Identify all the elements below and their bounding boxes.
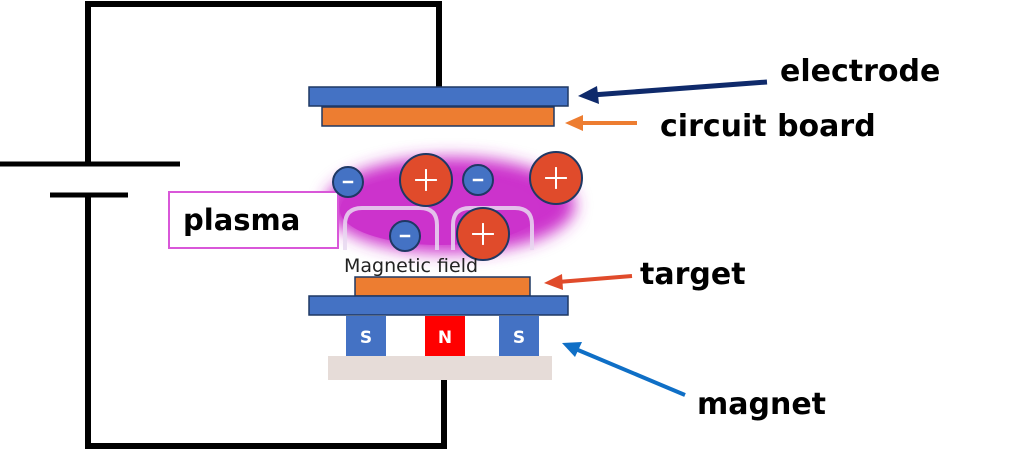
label-electrode: electrode [780,54,940,89]
arrow-circuit-board [565,115,637,131]
circuit-wires [85,1,447,449]
wire-bottom [85,193,447,449]
positive-ion [399,153,453,207]
particles [332,151,583,261]
wire-top [85,1,442,165]
circuit-board [321,106,555,127]
plasma-cloud [325,157,575,253]
magnet-pole-n [425,316,465,356]
magnet-base [328,356,552,380]
magnet-pole-s-right [499,316,539,356]
magnet-pole-s-left [346,316,386,356]
magnetic-field-lines [343,206,534,250]
label-circuit-board: circuit board [660,109,876,144]
arrow-magnet [562,342,686,397]
electron [332,166,364,198]
positive-ion [529,151,583,205]
cathode-plate [308,295,569,316]
electron [462,164,494,196]
magnet-pole-s-left-label: S [360,328,372,348]
electrode [308,86,569,107]
magnet-assembly: S N S [328,316,552,380]
target [354,276,531,297]
electron [389,220,421,252]
field-line-left [343,206,439,250]
magnet-pole-s-right-label: S [513,328,525,348]
magnetic-field-label: Magnetic field [344,255,478,277]
plasma-label: plasma [168,191,339,249]
arrow-target [544,274,633,290]
arrow-electrode [578,79,768,104]
magnet-pole-n-label: N [438,328,452,348]
battery-icon [0,161,180,198]
field-line-right [451,206,534,250]
label-magnet: magnet [697,387,826,422]
plasma-label-box [168,191,339,249]
positive-ion [456,207,510,261]
label-target: target [640,257,746,292]
plasma-label-text: plasma [183,203,300,237]
